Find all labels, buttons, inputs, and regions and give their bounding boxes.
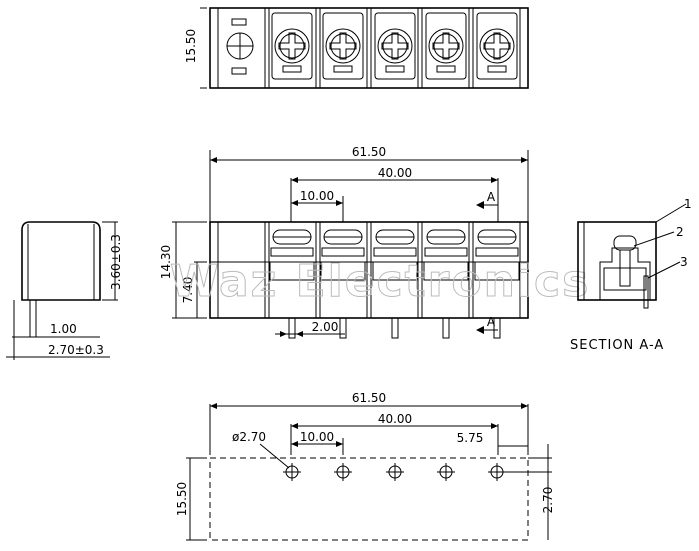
screw-terminal [374,12,416,80]
side-view: 3.60±0.3 1.00 2.70±0.3 [6,221,123,360]
bottom-edge-dim: 5.75 [457,431,484,445]
callout-3: 3 [680,255,688,269]
front-terminal [269,229,315,339]
front-lower-dim: 7.40 [181,277,195,304]
front-terminal [372,229,418,339]
front-span-dim: 40.00 [378,166,412,180]
top-height-dim: 15.50 [184,29,198,63]
side-offset-dim: 2.70±0.3 [48,343,104,357]
front-pitch-dim: 10.00 [300,189,334,203]
top-view: 15.50 [184,7,529,89]
section-title: SECTION A-A [570,338,664,353]
bottom-hole-dim: ø2.70 [232,430,266,444]
bottom-offset-dim: 2.70 [541,487,555,514]
callout-1: 1 [684,197,692,211]
screw-terminal [425,12,467,80]
front-terminal [320,229,366,339]
side-pin-dim: 1.00 [50,322,77,336]
pin-hole [334,463,352,481]
section-marker-top: A [487,190,496,204]
screw-terminal [322,12,364,80]
screw-terminal [271,12,313,80]
bottom-pitch-dim: 10.00 [300,430,334,444]
bottom-width-dim: 61.50 [352,391,386,405]
bottom-span-dim: 40.00 [378,412,412,426]
front-terminal [474,229,520,339]
callout-2: 2 [676,225,684,239]
front-pin-dim: 2.00 [312,320,339,334]
bottom-height-dim: 15.50 [175,482,189,516]
bottom-view: 61.50 40.00 10.00 ø2.70 5.75 2.70 15.50 [175,391,555,541]
watermark: Waz Electronics [170,256,590,307]
front-terminal [423,229,469,339]
pin-hole [437,463,455,481]
front-height-dim: 14.30 [159,245,173,279]
section-view: 1 2 3 SECTION A-A [570,197,692,353]
front-view: 61.50 40.00 10.00 A 14.30 [159,145,590,339]
pin-hole [283,463,301,481]
side-height-dim: 3.60±0.3 [109,234,123,290]
front-width-dim: 61.50 [352,145,386,159]
section-marker-bottom: A [487,315,496,329]
pin-hole [386,463,404,481]
screw-terminal [476,12,518,80]
